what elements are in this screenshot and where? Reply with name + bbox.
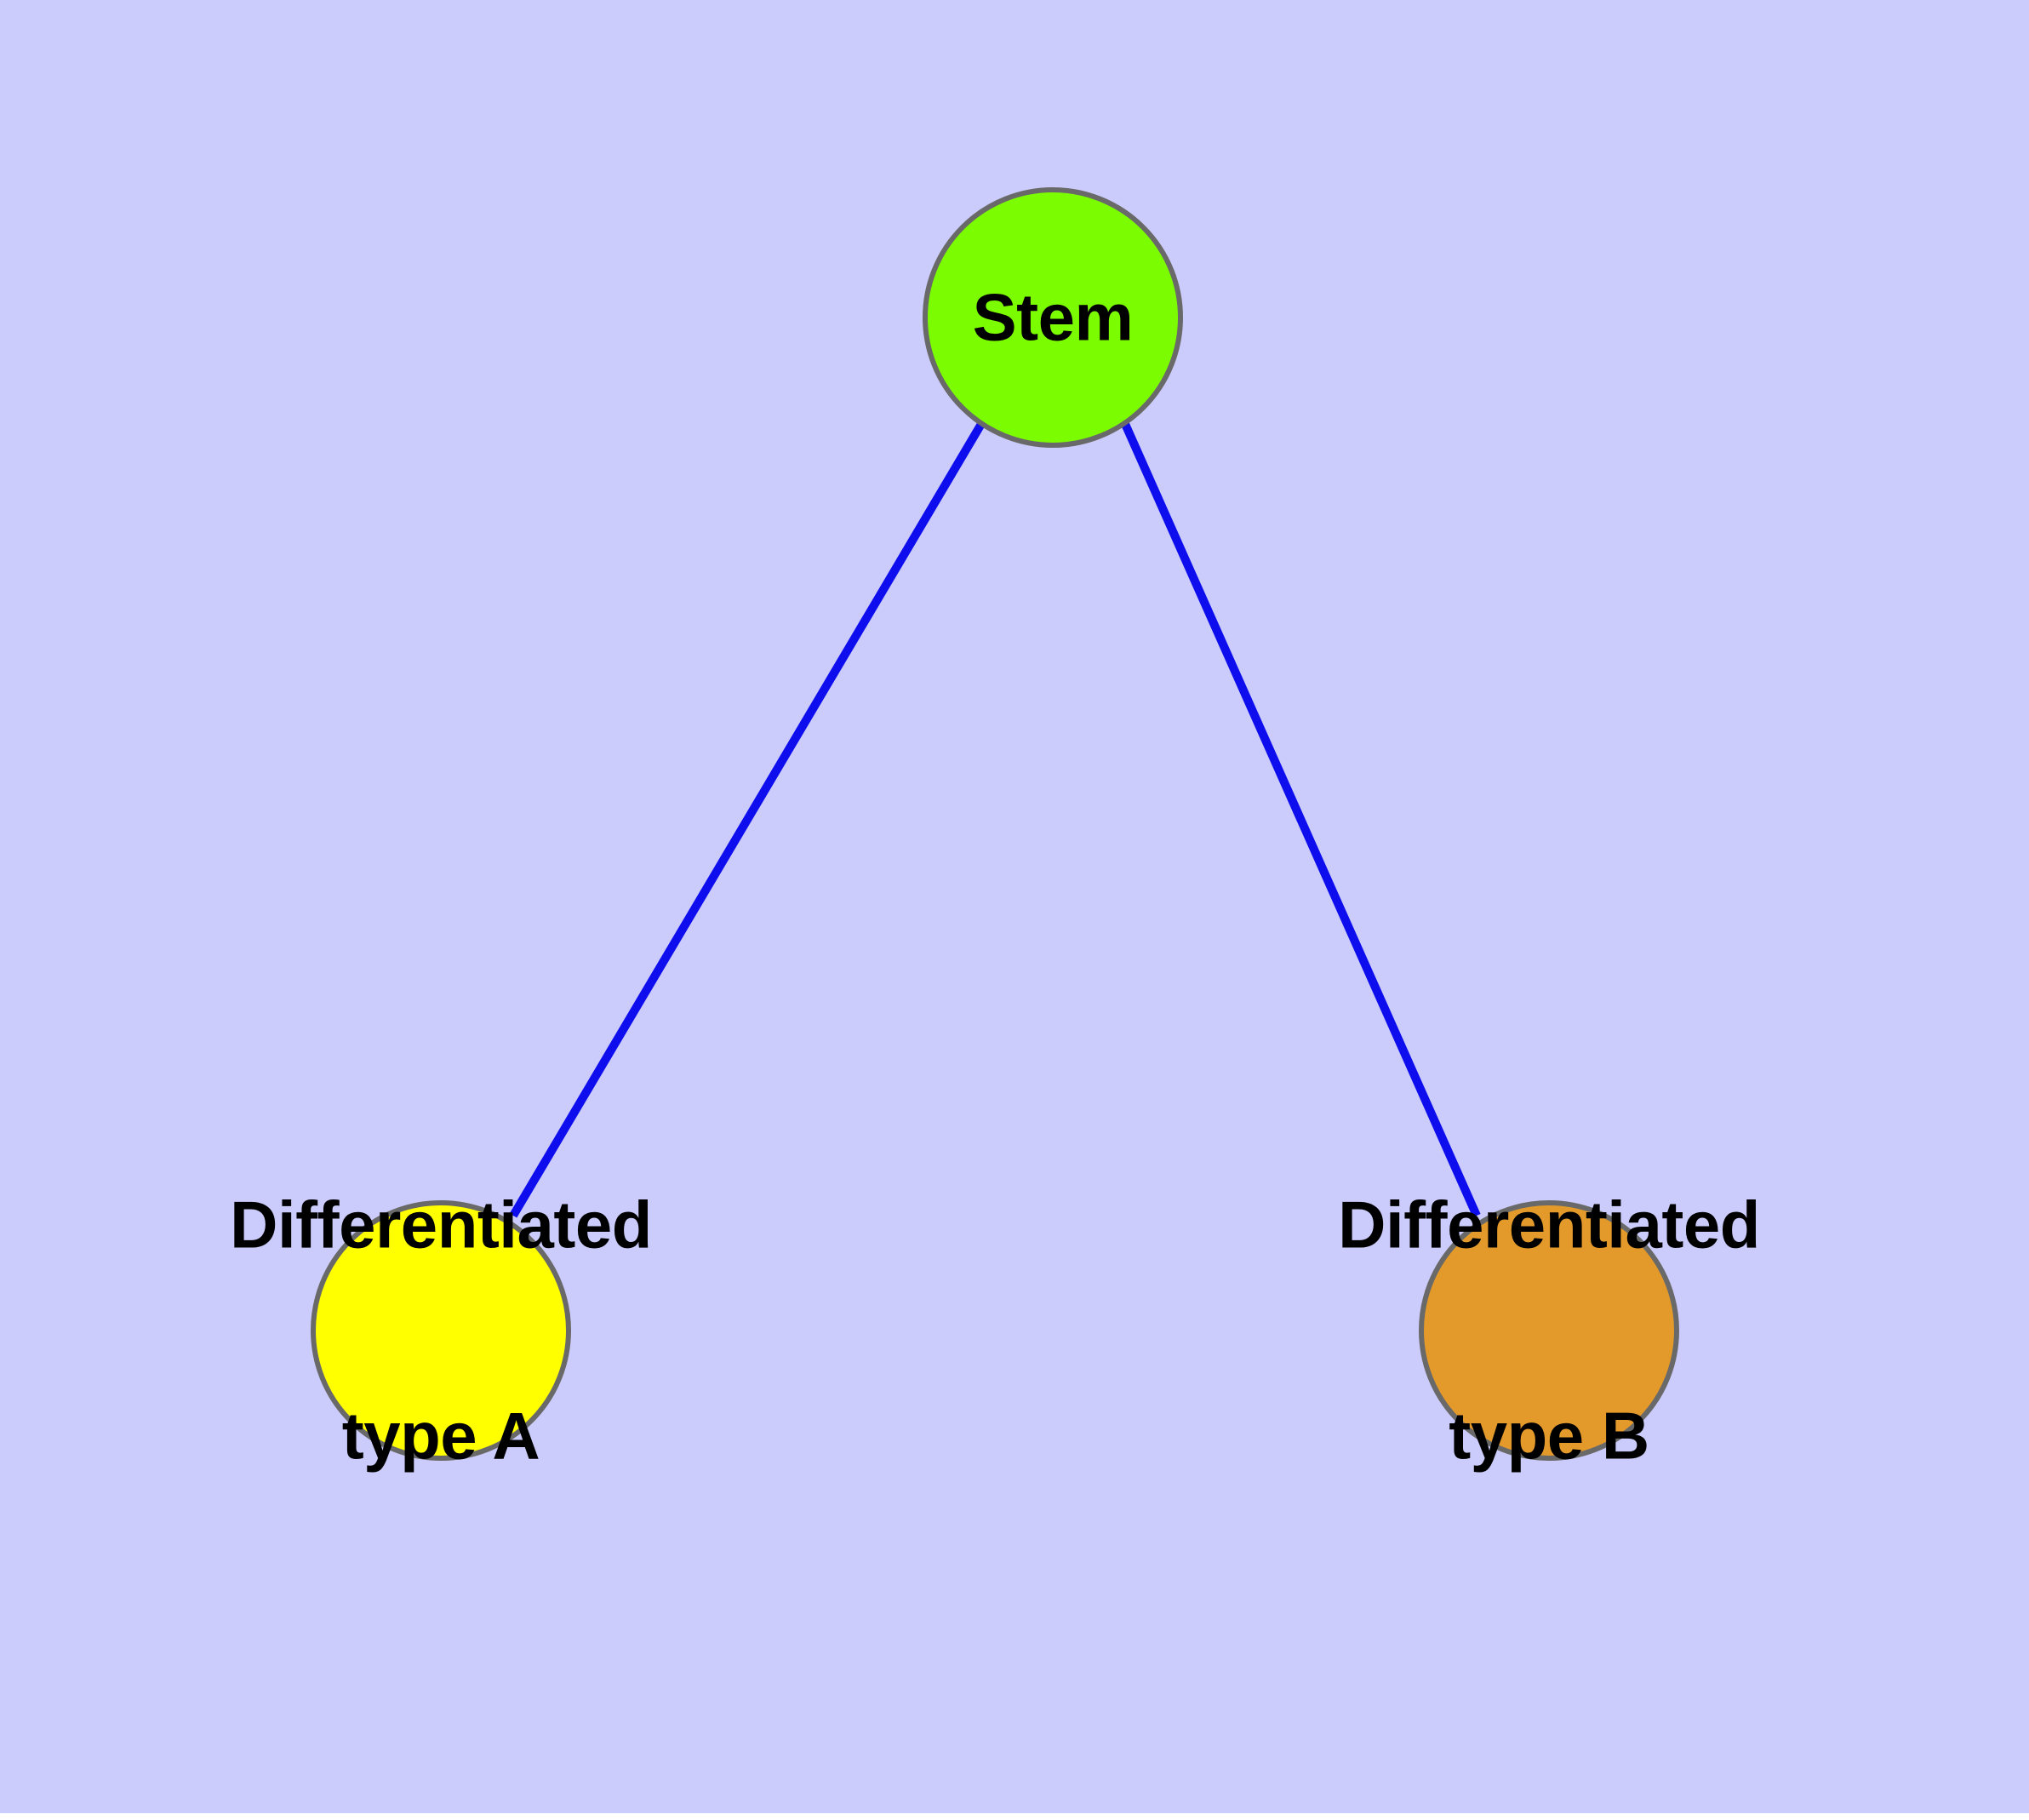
node-layer (311, 187, 1679, 1461)
node-differentiated-type-a[interactable] (311, 1200, 571, 1461)
node-differentiated-type-b[interactable] (1419, 1200, 1679, 1461)
edge-stem-to-differentiated-type-b[interactable] (1121, 421, 1481, 1218)
edge-stem-to-differentiated-type-a[interactable] (509, 421, 986, 1218)
edge-layer (509, 421, 1481, 1218)
node-stem[interactable] (923, 187, 1183, 448)
